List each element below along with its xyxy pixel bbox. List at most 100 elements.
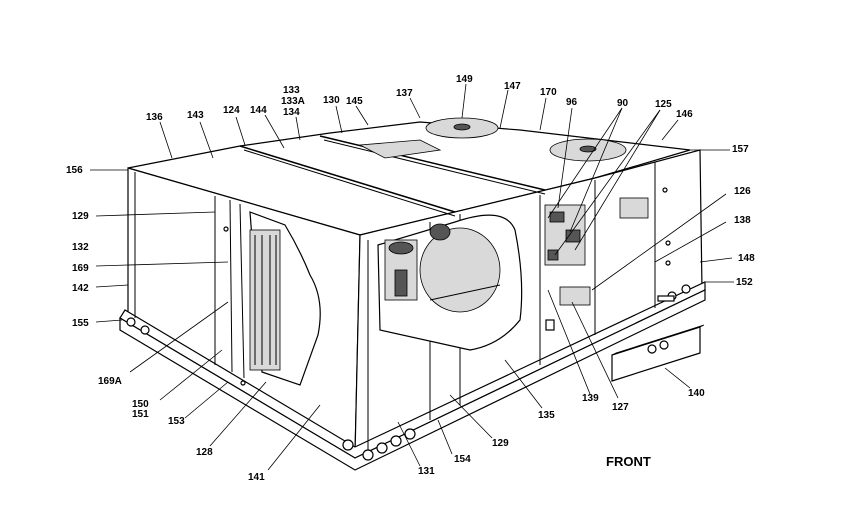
contactor-96 bbox=[549, 211, 565, 223]
label-147: 147 bbox=[504, 81, 521, 92]
lead-90a bbox=[569, 107, 623, 233]
screw-5 bbox=[240, 380, 246, 386]
top-rib-2 bbox=[319, 135, 546, 191]
lead-135 bbox=[504, 359, 543, 409]
capacitor-125 bbox=[547, 249, 559, 261]
lead-124 bbox=[235, 116, 246, 146]
label-146: 146 bbox=[676, 109, 693, 120]
label-169a: 169A bbox=[98, 376, 122, 387]
label-151: 151 bbox=[132, 409, 149, 420]
label-155: 155 bbox=[72, 318, 89, 329]
lead-140 bbox=[664, 367, 691, 389]
label-136: 136 bbox=[146, 112, 163, 123]
lead-170 bbox=[539, 97, 547, 131]
knockout-4 bbox=[362, 449, 374, 461]
condenser-fans bbox=[425, 117, 627, 162]
label-169: 169 bbox=[72, 263, 89, 274]
label-131: 131 bbox=[418, 466, 435, 477]
cover-hole-1 bbox=[647, 344, 657, 354]
knockout-3 bbox=[342, 439, 354, 451]
label-149: 149 bbox=[456, 74, 473, 85]
lead-90b bbox=[547, 107, 623, 219]
base-knockouts bbox=[126, 284, 691, 461]
lead-148 bbox=[699, 257, 733, 263]
terminal-block bbox=[559, 286, 591, 306]
part-140-cover bbox=[611, 324, 705, 382]
lead-96 bbox=[557, 107, 573, 209]
lead-145 bbox=[355, 105, 369, 126]
lead-141 bbox=[267, 404, 321, 471]
relay-90 bbox=[565, 229, 581, 243]
label-142: 142 bbox=[72, 283, 89, 294]
blower-shelf bbox=[429, 284, 501, 301]
lead-139 bbox=[547, 289, 591, 395]
lead-144 bbox=[264, 114, 285, 149]
knockout-1 bbox=[126, 317, 136, 327]
lead-126 bbox=[591, 193, 727, 291]
lead-142 bbox=[95, 284, 129, 288]
screw-3 bbox=[665, 260, 671, 266]
label-127: 127 bbox=[612, 402, 629, 413]
fan-hub-right bbox=[579, 145, 597, 153]
lead-130 bbox=[335, 105, 343, 134]
lead-127 bbox=[571, 301, 619, 399]
top-vent bbox=[358, 139, 442, 159]
top-rib-1b bbox=[243, 149, 456, 217]
screw-1 bbox=[662, 187, 668, 193]
lead-155 bbox=[95, 319, 123, 323]
label-140: 140 bbox=[688, 388, 705, 399]
knockout-9 bbox=[681, 284, 691, 294]
label-152: 152 bbox=[736, 277, 753, 288]
lead-129b bbox=[449, 394, 493, 439]
lead-153 bbox=[184, 381, 229, 419]
label-153: 153 bbox=[168, 416, 185, 427]
compressor-body bbox=[394, 269, 408, 297]
cover-edge bbox=[611, 324, 705, 356]
label-130: 130 bbox=[323, 95, 340, 106]
lead-169 bbox=[95, 261, 229, 267]
screw-4 bbox=[223, 226, 229, 232]
lead-131 bbox=[397, 421, 421, 467]
label-129-right: 129 bbox=[492, 438, 509, 449]
lead-134 bbox=[295, 116, 301, 141]
label-154: 154 bbox=[454, 454, 471, 465]
compressor-top bbox=[388, 241, 414, 255]
service-valve bbox=[545, 319, 555, 331]
base-slot bbox=[657, 295, 675, 302]
label-128: 128 bbox=[196, 447, 213, 458]
label-150: 150 bbox=[132, 399, 149, 410]
label-145: 145 bbox=[346, 96, 363, 107]
label-156: 156 bbox=[66, 165, 83, 176]
label-170: 170 bbox=[540, 87, 557, 98]
label-90: 90 bbox=[617, 98, 629, 109]
label-96: 96 bbox=[566, 97, 578, 108]
label-133a: 133A bbox=[281, 96, 305, 107]
left-panel-div2 bbox=[229, 199, 233, 373]
label-135: 135 bbox=[538, 410, 555, 421]
label-125: 125 bbox=[655, 99, 672, 110]
label-134: 134 bbox=[283, 107, 300, 118]
front-label: FRONT bbox=[606, 454, 651, 469]
label-139: 139 bbox=[582, 393, 599, 404]
label-129-left: 129 bbox=[72, 211, 89, 222]
label-126: 126 bbox=[734, 186, 751, 197]
cover-hole-2 bbox=[659, 340, 669, 350]
lead-149 bbox=[461, 83, 467, 119]
knockout-6 bbox=[390, 435, 402, 447]
control-section bbox=[223, 187, 671, 386]
blower-cutaway bbox=[377, 214, 523, 351]
lead-150 bbox=[159, 349, 223, 401]
evaporator-cutaway bbox=[249, 211, 321, 386]
top-rib-1 bbox=[239, 145, 456, 213]
lead-136 bbox=[159, 121, 173, 159]
label-124: 124 bbox=[223, 105, 240, 116]
access-panel-126 bbox=[619, 197, 649, 219]
top-rib-2b bbox=[323, 139, 546, 195]
lead-125b bbox=[554, 109, 661, 256]
lead-154 bbox=[437, 419, 453, 455]
label-133: 133 bbox=[283, 85, 300, 96]
lead-137 bbox=[409, 97, 421, 119]
lead-138 bbox=[654, 221, 727, 263]
